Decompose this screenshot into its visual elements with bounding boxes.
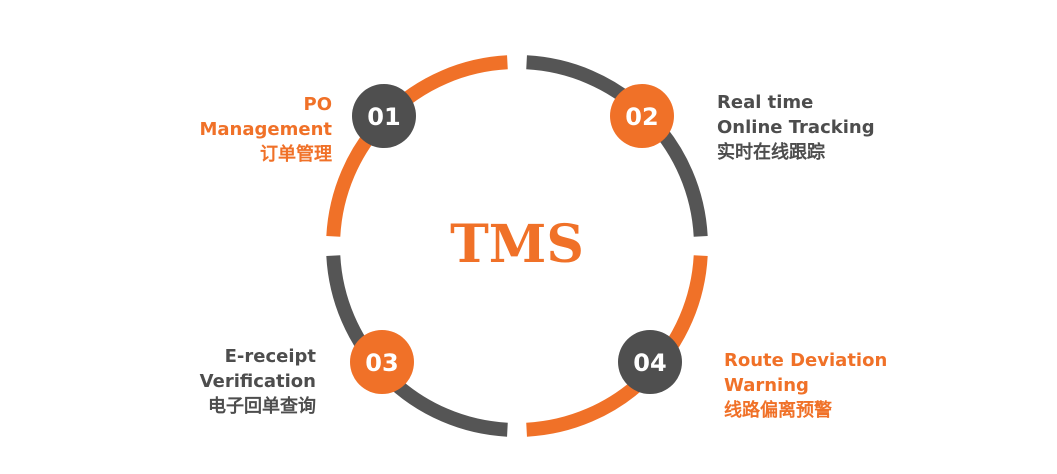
step-02-line-1: Real time <box>717 92 814 113</box>
step-badge-04: 04 <box>618 330 682 394</box>
step-03-line-2: Verification <box>199 371 316 392</box>
step-03-line-3: 电子回单查询 <box>208 396 316 417</box>
step-04-line-2: Warning <box>724 375 809 396</box>
step-01-line-1: PO <box>303 94 333 115</box>
step-badge-03: 03 <box>350 330 414 394</box>
step-number-01: 01 <box>367 103 400 131</box>
step-label-02: Real time Online Tracking 实时在线跟踪 <box>717 90 875 165</box>
step-number-04: 04 <box>633 349 666 377</box>
step-label-04: Route Deviation Warning 线路偏离预警 <box>724 348 887 423</box>
step-label-03: E-receipt Verification 电子回单查询 <box>140 344 316 419</box>
step-badge-01: 01 <box>352 84 416 148</box>
step-02-line-2: Online Tracking <box>717 117 875 138</box>
step-02-line-3: 实时在线跟踪 <box>717 142 825 163</box>
step-04-line-1: Route Deviation <box>724 350 888 371</box>
step-badge-02: 02 <box>610 84 674 148</box>
step-03-line-1: E-receipt <box>224 346 316 367</box>
center-title: TMS <box>450 214 584 275</box>
ring-arc-top-left <box>326 55 508 237</box>
ring-arc-top-right <box>526 55 708 237</box>
step-number-03: 03 <box>365 349 398 377</box>
step-label-01: PO Management 订单管理 <box>150 92 333 167</box>
step-04-line-3: 线路偏离预警 <box>724 400 832 421</box>
step-01-line-3: 订单管理 <box>260 144 332 165</box>
step-number-02: 02 <box>625 103 658 131</box>
step-01-line-2: Management <box>199 119 333 140</box>
